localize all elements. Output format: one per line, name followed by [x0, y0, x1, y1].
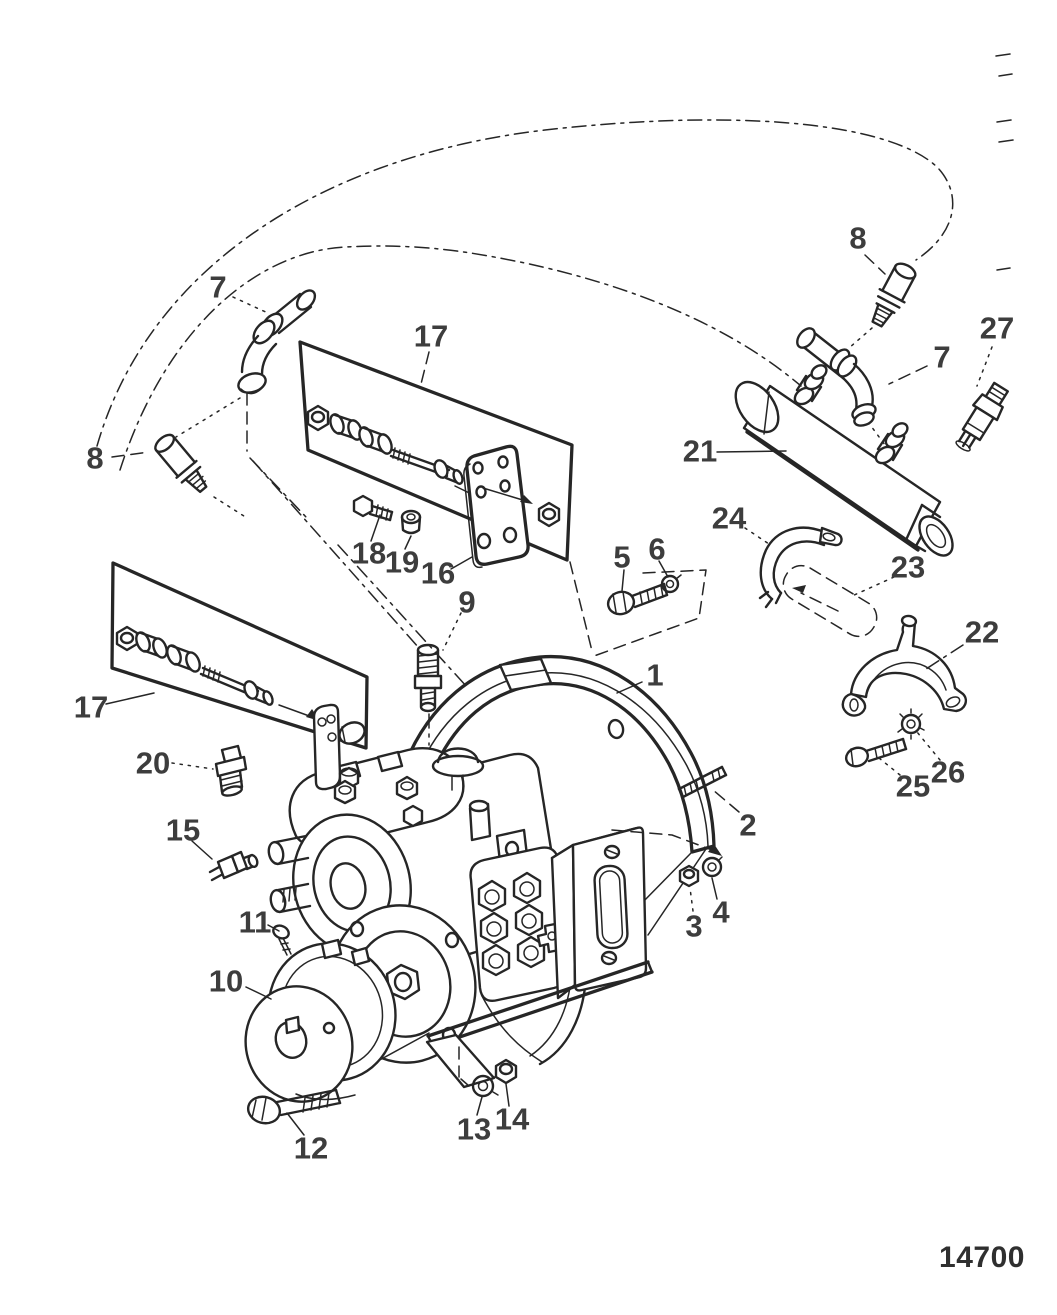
install-line-panel [569, 561, 593, 652]
part-callout-4: 4 [712, 895, 730, 930]
kit-stud [389, 447, 464, 485]
kit-spacers [329, 413, 393, 455]
stud-2 [677, 765, 728, 799]
coupler-10 [244, 938, 397, 1103]
part-callout-19: 19 [385, 545, 419, 580]
nut-3 [678, 864, 700, 888]
part-callout-7-right: 7 [933, 340, 950, 375]
sensor-15 [208, 850, 259, 882]
screw-25 [844, 737, 908, 768]
part-callout-23: 23 [891, 550, 925, 585]
part-callout-13: 13 [457, 1112, 491, 1147]
part-callout-14: 14 [495, 1102, 530, 1137]
kit-nut [306, 404, 330, 432]
part-callout-2: 2 [739, 808, 756, 843]
part-callout-16: 16 [421, 556, 455, 591]
part-callout-10: 10 [209, 964, 243, 999]
part-callout-6: 6 [648, 532, 665, 567]
install-line-b [337, 544, 468, 688]
install-arrow-3-4 [611, 829, 722, 856]
fitting-8-left [154, 433, 208, 494]
part-callout-17-upper: 17 [414, 319, 448, 354]
part-callout-8-upper-right: 8 [849, 221, 866, 256]
part-callout-26: 26 [931, 755, 965, 790]
hose-routing-lines [96, 53, 1014, 519]
part-callout-12: 12 [294, 1131, 328, 1166]
bolt-12 [246, 1088, 342, 1125]
part-callout-17-left: 17 [74, 690, 108, 725]
sensor-27 [955, 381, 1010, 452]
hose-elbow-7-upper-left [237, 289, 317, 395]
part-callout-18: 18 [352, 536, 386, 571]
part-callout-7-upper-left: 7 [209, 270, 226, 305]
mounting-plate-16 [463, 444, 533, 569]
install-arrow-clamp [792, 585, 839, 612]
leader-lines [105, 254, 993, 1136]
hose-7-right [796, 327, 877, 427]
bracket-22 [841, 614, 967, 717]
part-callout-25: 25 [896, 769, 930, 804]
sleeve-23 [782, 564, 878, 638]
bolt-5 [606, 582, 669, 616]
kit-panel-17-left [110, 561, 369, 750]
fitting-9 [413, 643, 443, 713]
part-callout-27: 27 [980, 311, 1014, 346]
transmission-assembly-1 [267, 654, 716, 1089]
part-callout-8-left: 8 [86, 441, 103, 476]
washer-6 [660, 574, 682, 594]
part-callout-11: 11 [239, 905, 272, 940]
bolt-18 [352, 494, 394, 522]
part-callout-1: 1 [646, 658, 663, 693]
part-callout-20: 20 [136, 746, 170, 781]
part-callout-22: 22 [965, 615, 999, 650]
washer-26 [897, 708, 925, 740]
part-callout-24: 24 [712, 501, 747, 536]
washer-4 [701, 856, 723, 878]
part-callout-9: 9 [458, 585, 475, 620]
kit-panel-17-upper [298, 340, 574, 562]
clamp-24 [758, 526, 843, 609]
part-callout-5: 5 [613, 540, 630, 575]
nut-14 [494, 1058, 518, 1085]
oil-cooler-21 [734, 364, 954, 557]
part-callout-21: 21 [683, 434, 717, 469]
nut-19 [400, 509, 422, 535]
install-line-13 [458, 1046, 470, 1087]
part-callout-3: 3 [685, 909, 702, 944]
sender-20 [214, 744, 248, 797]
fitting-8-upper-right [871, 262, 917, 328]
kit-nut-right [537, 501, 561, 528]
install-outline-5-6 [593, 569, 707, 657]
part-callout-15: 15 [166, 813, 200, 848]
install-line-a [252, 460, 420, 649]
drawing-number: 14700 [939, 1241, 1025, 1274]
